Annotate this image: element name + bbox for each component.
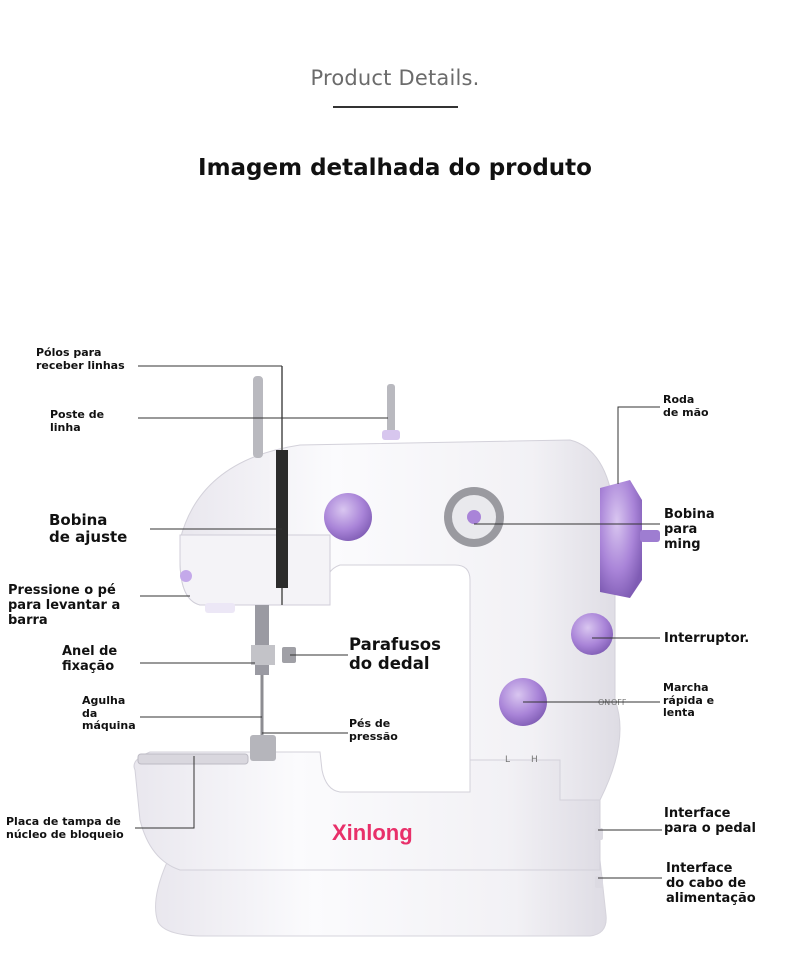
section-kicker: Product Details. — [310, 66, 480, 90]
speed-mark-low: L — [505, 755, 510, 765]
leader-bobbin-cover — [135, 756, 195, 829]
needle-assembly — [205, 603, 296, 761]
tension-knob[interactable] — [324, 493, 372, 541]
callout-power-switch: Interruptor. — [664, 631, 750, 646]
section-header: Product Details. — [0, 66, 790, 108]
needle-plate — [137, 753, 249, 765]
presser-lever-icon[interactable] — [180, 570, 192, 582]
pedal-port-icon — [595, 828, 603, 840]
page-title: Imagem detalhada do produto — [198, 155, 592, 181]
machine-arm — [179, 439, 621, 801]
spool-poles — [253, 366, 400, 605]
hand-wheel[interactable] — [600, 480, 660, 598]
header-divider — [332, 106, 458, 108]
brand-logo-text: Xinlong — [332, 820, 413, 845]
power-port-icon — [595, 876, 603, 888]
bobbin-winder[interactable] — [444, 487, 504, 547]
leader-lines — [135, 365, 662, 879]
leader-hand-wheel — [617, 406, 660, 484]
speed-mark-high: H — [531, 755, 538, 765]
power-switch[interactable] — [571, 613, 613, 655]
